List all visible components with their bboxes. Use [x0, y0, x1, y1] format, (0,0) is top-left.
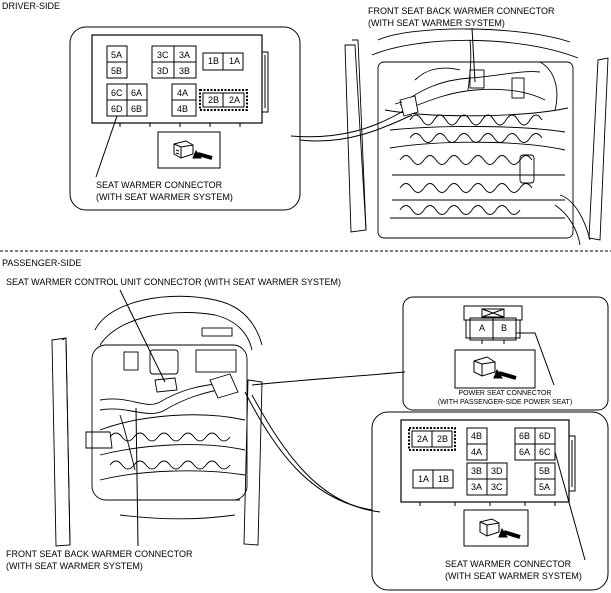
passenger-connector-callout-line — [244, 391, 373, 511]
passenger-pin-leader — [554, 451, 586, 561]
driver-connector-callout — [69, 26, 301, 211]
pin-label: 3C — [157, 50, 169, 60]
pin-label: 1B — [438, 474, 450, 484]
driver-label-leader — [95, 115, 118, 178]
power-seat-connector-face — [463, 305, 523, 344]
pin-label: 1B — [208, 56, 220, 66]
driver-side-title: DRIVER-SIDE — [2, 1, 61, 11]
pin-label: 6C — [111, 88, 123, 98]
pin-label: 3A — [471, 482, 483, 492]
driver-seat-warmer-connector-label: SEAT WARMER CONNECTOR (WITH SEAT WARMER … — [96, 180, 233, 202]
driver-callout-line-2 — [299, 114, 413, 142]
passenger-side-title: PASSENGER-SIDE — [2, 258, 82, 268]
pin-label: 4B — [471, 431, 483, 441]
power-seat-pin-leader — [516, 332, 555, 386]
control-unit-connector-label: SEAT WARMER CONTROL UNIT CONNECTOR (WITH… — [6, 277, 342, 287]
power-seat-callout — [402, 296, 609, 411]
pin-label: 5B — [111, 66, 123, 76]
pin-label: 3A — [179, 50, 191, 60]
pin-label: 5B — [539, 466, 551, 476]
driver-callout-line — [290, 109, 406, 138]
passenger-connector-callout-line-2 — [251, 394, 381, 513]
pin-label: 6B — [519, 431, 531, 441]
pin-label: 6D — [539, 431, 551, 441]
passenger-seat-warmer-connector-label: SEAT WARMER CONNECTOR (WITH SEAT WARMER … — [445, 559, 582, 581]
pin-label: 4A — [471, 447, 483, 457]
driver-back-connector-label: FRONT SEAT BACK WARMER CONNECTOR (WITH S… — [368, 6, 555, 28]
control-unit-leader — [119, 289, 166, 383]
pin-label: 3C — [491, 482, 503, 492]
pin-label: 6A — [131, 88, 143, 98]
pin-label: 4B — [177, 104, 189, 114]
pin-label: 3B — [179, 66, 191, 76]
passenger-back-leader — [135, 407, 139, 547]
passenger-connector-face — [400, 419, 576, 506]
pin-label: 6A — [519, 447, 531, 457]
passenger-power-callout-line — [251, 371, 406, 386]
passenger-connector-callout — [371, 411, 609, 591]
pin-label: 6D — [111, 104, 123, 114]
passenger-seat-illustration — [51, 295, 263, 547]
driver-back-leader — [471, 27, 476, 83]
driver-connector-face — [91, 34, 269, 127]
pin-label: 2B — [437, 434, 449, 444]
power-seat-pin-b: B — [501, 323, 508, 333]
pin-label: 2B — [208, 95, 220, 105]
pin-label: 4A — [177, 88, 189, 98]
pin-label: 3D — [491, 466, 503, 476]
pin-label: 3B — [471, 466, 483, 476]
pin-label: 6C — [539, 447, 551, 457]
power-seat-connector-label: POWER SEAT CONNECTOR (WITH PASSENGER-SID… — [437, 390, 573, 406]
driver-seat-illustration — [344, 28, 609, 246]
pin-label: 2A — [229, 95, 241, 105]
pin-label: 5A — [539, 482, 551, 492]
pin-label: 3D — [157, 66, 169, 76]
driver-connector-icon — [157, 131, 221, 169]
pin-label: 6B — [131, 104, 143, 114]
pin-label: 1A — [229, 56, 241, 66]
passenger-back-connector-label: FRONT SEAT BACK WARMER CONNECTOR (WITH S… — [6, 549, 193, 571]
pin-label: 2A — [417, 434, 429, 444]
pin-label: 1A — [418, 474, 430, 484]
passenger-connector-icon — [463, 509, 529, 547]
power-seat-pin-a: A — [479, 323, 486, 333]
pin-label: 5A — [111, 50, 123, 60]
power-seat-connector-icon — [454, 349, 536, 389]
